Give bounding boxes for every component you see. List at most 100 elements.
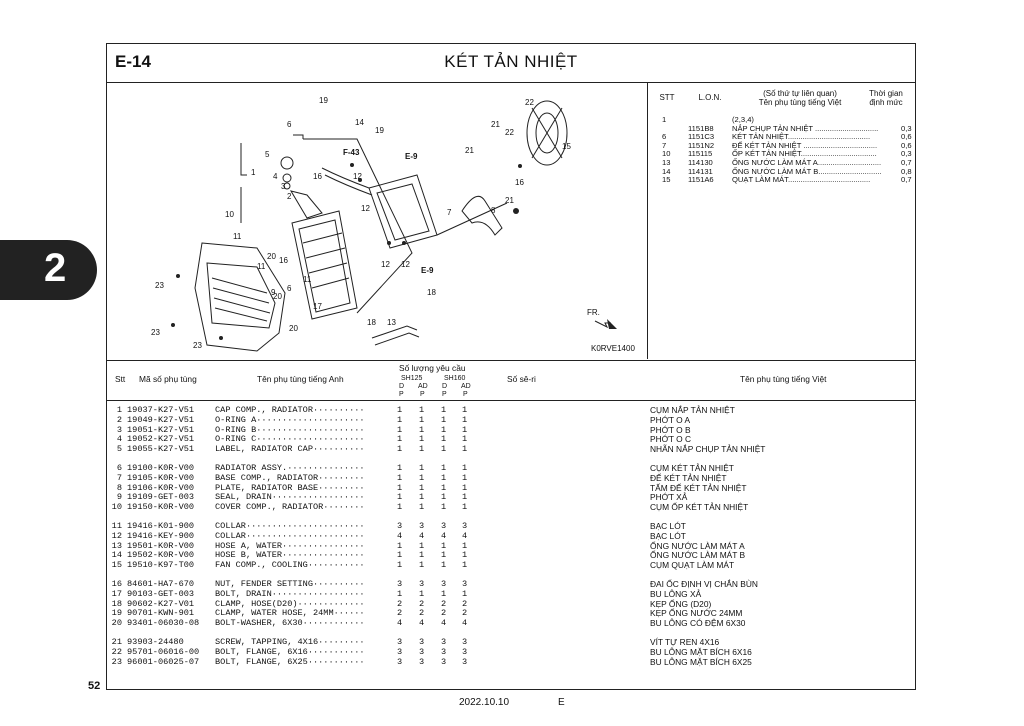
- part-qty: 1: [397, 405, 403, 415]
- th-d-1: D: [399, 383, 405, 390]
- table-header-divider: [107, 400, 915, 401]
- part-qty: 1: [397, 588, 403, 599]
- th-name-en: Tên phụ tùng tiếng Anh: [257, 374, 344, 384]
- kit-stt: 1: [662, 115, 667, 124]
- part-qty: 1: [397, 434, 403, 445]
- parts-page-frame: E-14 KÉT TẢN NHIỆT: [106, 43, 916, 690]
- part-name-en: FAN COMP., COOLING···········: [215, 561, 365, 571]
- section-tab: 2: [0, 240, 97, 300]
- part-qty: 1: [441, 550, 447, 561]
- part-name-vn: TẤM ĐẾ KÉT TẢN NHIỆT: [650, 482, 747, 493]
- part-name-vn: CỤM NẮP TẢN NHIỆT: [650, 405, 735, 415]
- part-qty: 1: [441, 444, 447, 455]
- part-qty: 2: [441, 608, 447, 619]
- part-name-en: BASE COMP., RADIATOR·········: [215, 473, 365, 483]
- part-qty: 1: [462, 588, 468, 599]
- part-qty: 1: [419, 560, 425, 571]
- part-qty: 2: [397, 598, 403, 609]
- diagram-callout-10: E-9: [405, 152, 418, 161]
- part-qty: 1: [397, 550, 403, 561]
- part-name-vn: PHỚT O A: [650, 414, 691, 425]
- page-title: KÉT TẢN NHIỆT: [444, 52, 578, 71]
- kit-name: ỐNG NƯỚC LÀM MÁT B......................…: [732, 166, 882, 176]
- part-qty: 1: [397, 463, 403, 473]
- part-name-vn: CỤM ỐP KÉT TẢN NHIỆT: [650, 502, 749, 513]
- part-qty: 4: [419, 530, 425, 541]
- part-qty: 3: [462, 579, 468, 589]
- part-stt: 1: [116, 405, 122, 415]
- kit-name: KÉT TẢN NHIỆT...........................…: [732, 132, 871, 142]
- part-qty: 3: [397, 579, 403, 589]
- part-qty: 1: [419, 482, 425, 493]
- part-qty: 1: [397, 482, 403, 493]
- part-qty: 1: [441, 414, 447, 425]
- part-qty: 1: [397, 444, 403, 455]
- kit-time: 0,6: [901, 132, 912, 142]
- part-qty: 1: [419, 472, 425, 483]
- part-stt: 10: [111, 502, 122, 513]
- part-name-vn: BU LÔNG MẶT BÍCH 6X16: [650, 646, 752, 657]
- kit-name: (2,3,4): [732, 115, 754, 124]
- part-qty: 1: [397, 560, 403, 571]
- part-qty: 3: [462, 656, 468, 667]
- footer-edition: E: [558, 697, 565, 708]
- kit-header-time-line2: định mức: [869, 98, 903, 107]
- kit-time: 0,8: [901, 166, 912, 176]
- th-p-1: P: [399, 391, 404, 398]
- kit-lon: 1151C3: [688, 132, 715, 142]
- part-code: 90103-GET-003: [127, 588, 195, 599]
- part-name-vn: ỐNG NƯỚC LÀM MÁT B: [650, 550, 746, 561]
- kit-header-name-line1: (Số thứ tự liên quan): [763, 89, 837, 98]
- part-qty: 3: [397, 521, 403, 531]
- part-code: 19055-K27-V51: [127, 444, 195, 455]
- diagram-callout-14: 3: [281, 182, 286, 191]
- th-sh125: SH125: [401, 375, 423, 382]
- diagram-callout-16: 16: [313, 172, 322, 181]
- part-qty: 4: [441, 618, 447, 629]
- diagram-callout-11: 5: [265, 150, 270, 159]
- part-stt: 2: [116, 414, 122, 425]
- part-qty: 3: [397, 656, 403, 667]
- part-qty: 4: [419, 618, 425, 629]
- part-qty: 2: [441, 598, 447, 609]
- kit-lon: 115115: [688, 149, 713, 159]
- th-ad-1: AD: [418, 383, 428, 390]
- kit-stt: 6: [662, 132, 667, 142]
- kit-time: 0,3: [901, 123, 912, 133]
- part-stt: 15: [111, 560, 122, 571]
- part-qty: 2: [462, 608, 468, 619]
- diagram-callout-41: 18: [427, 288, 436, 297]
- diagram-table-divider: [107, 360, 915, 361]
- part-stt: 21: [111, 637, 122, 647]
- diagram-callout-32: 20: [273, 292, 282, 301]
- section-code: E-14: [115, 52, 151, 71]
- part-qty: 1: [419, 540, 425, 551]
- part-name-en: BOLT, FLANGE, 6X25···········: [215, 657, 365, 667]
- part-qty: 3: [441, 637, 447, 647]
- part-name-vn: ĐAI ỐC ĐỊNH VỊ CHẮN BÙN: [650, 579, 758, 589]
- part-qty: 1: [419, 463, 425, 473]
- kit-time: 0,7: [901, 175, 912, 185]
- part-code: 84601-HA7-670: [127, 579, 195, 589]
- part-qty: 1: [419, 444, 425, 455]
- part-name-vn: ỐNG NƯỚC LÀM MÁT A: [650, 540, 745, 551]
- part-code: 19501-K0R-V00: [127, 540, 195, 551]
- th-p-2: P: [420, 391, 425, 398]
- part-qty: 1: [397, 492, 403, 503]
- part-qty: 1: [462, 405, 468, 415]
- diagram-callout-26: 20: [267, 252, 276, 261]
- part-stt: 8: [116, 482, 122, 493]
- part-code: 93401-06030-08: [127, 618, 200, 629]
- part-qty: 3: [462, 521, 468, 531]
- diagram-callout-39: 12: [401, 260, 410, 269]
